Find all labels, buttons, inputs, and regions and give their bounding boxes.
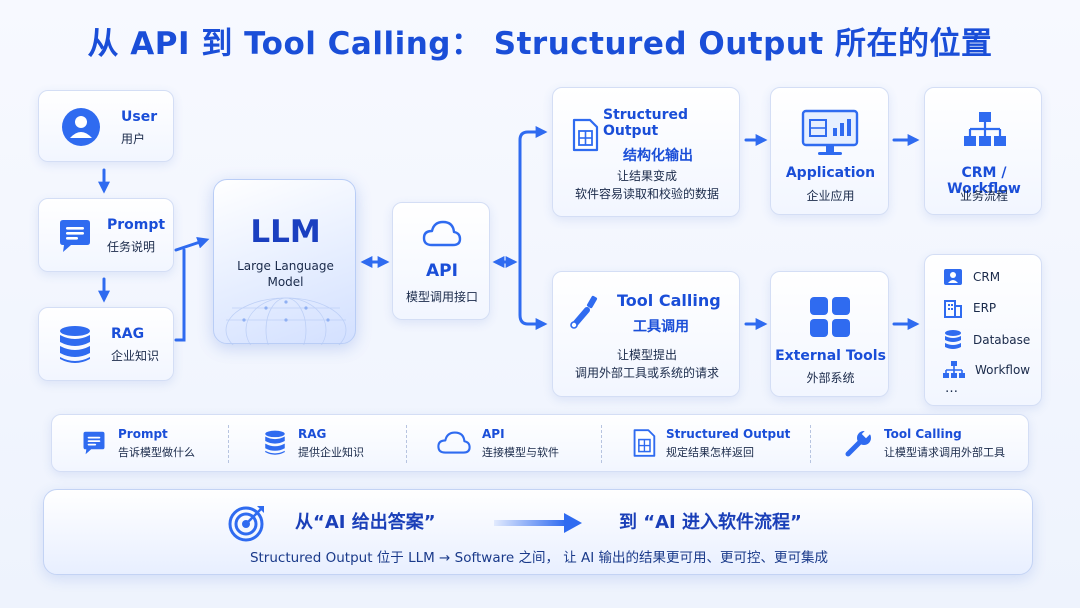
- crm-workflow-subtitle: 业务流程: [959, 189, 1008, 203]
- user-title: User: [121, 109, 158, 125]
- document-table-icon: [633, 429, 656, 457]
- llm-card: LLM Large Language Model: [213, 179, 356, 345]
- crm-workflow-title: CRM / Workflow: [947, 165, 1021, 197]
- rag-card: RAG 企业知识: [38, 307, 174, 381]
- user-icon: [61, 107, 101, 147]
- legend-title-structured-output: Structured Output: [666, 426, 791, 441]
- legend-divider: [601, 425, 602, 463]
- page-title: 从 API 到 Tool Calling： Structured Output …: [87, 26, 993, 62]
- systems-card: CRM ERP Database Workflow …: [924, 254, 1042, 406]
- external-tools-subtitle: 外部系统: [806, 371, 855, 385]
- grid-apps-icon: [809, 296, 851, 338]
- legend-title-tool-calling: Tool Calling: [884, 426, 962, 441]
- system-item-crm: CRM: [943, 267, 1000, 287]
- database-small-icon: [945, 330, 961, 349]
- system-item-database: Database: [943, 329, 1030, 351]
- building-icon: [944, 300, 962, 318]
- document-table-icon: [571, 118, 599, 152]
- tool-calling-card: Tool Calling 工具调用 让模型提出 调用外部工具或系统的请求: [552, 271, 740, 397]
- prompt-card: Prompt 任务说明: [38, 198, 174, 272]
- system-label-erp: ERP: [973, 301, 997, 315]
- system-label-workflow: Workflow: [975, 363, 1031, 377]
- legend-divider: [228, 425, 229, 463]
- banner-arrow-icon: [494, 511, 584, 535]
- structured-output-subtitle: 结构化输出: [623, 148, 693, 164]
- summary-banner: 从“AI 给出答案” 到 “AI 进入软件流程” Structured Outp…: [43, 489, 1033, 575]
- wrench-icon: [845, 429, 871, 457]
- external-tools-card: External Tools 外部系统: [770, 271, 889, 397]
- legend-item-api: API 连接模型与软件: [436, 415, 559, 471]
- legend-desc-rag: 提供企业知识: [298, 445, 364, 459]
- structured-output-card: Structured Output 结构化输出 让结果变成 软件容易读取和校验的…: [552, 87, 740, 217]
- banner-from-text: 从“AI 给出答案”: [295, 512, 436, 533]
- api-title: API: [426, 261, 458, 281]
- system-label-database: Database: [973, 333, 1031, 347]
- llm-title: LLM: [250, 214, 321, 250]
- wrench-screwdriver-icon: [569, 294, 603, 330]
- banner-summary: Structured Output 位于 LLM → Software 之间， …: [249, 550, 829, 566]
- api-card: API 模型调用接口: [392, 202, 490, 320]
- monitor-chart-icon: [800, 108, 860, 158]
- target-icon: [227, 503, 267, 543]
- tool-calling-desc-line1: 让模型提出: [616, 348, 677, 362]
- legend-item-tool-calling: Tool Calling 让模型请求调用外部工具: [844, 415, 1005, 471]
- structured-output-desc-line2: 软件容易读取和校验的数据: [574, 187, 719, 201]
- application-card: Application 企业应用: [770, 87, 889, 215]
- external-tools-title: External Tools: [775, 348, 886, 364]
- legend-item-structured-output: Structured Output 规定结果怎样返回: [632, 415, 790, 471]
- legend-desc-tool-calling: 让模型请求调用外部工具: [884, 445, 1005, 459]
- api-subtitle: 模型调用接口: [405, 290, 478, 304]
- workflow-small-icon: [943, 361, 965, 378]
- legend-divider: [406, 425, 407, 463]
- rag-subtitle: 企业知识: [111, 349, 160, 363]
- chat-icon: [55, 216, 95, 256]
- application-title: Application: [785, 165, 876, 181]
- tool-calling-subtitle: 工具调用: [633, 319, 689, 335]
- system-item-erp: ERP: [943, 298, 996, 318]
- database-icon: [265, 430, 285, 455]
- prompt-subtitle: 任务说明: [107, 240, 156, 254]
- legend-item-rag: RAG 提供企业知识: [262, 415, 364, 471]
- legend-title-prompt: Prompt: [118, 426, 168, 441]
- chat-icon: [83, 431, 105, 455]
- structured-output-desc-line1: 让结果变成: [616, 169, 677, 183]
- legend-strip: Prompt 告诉模型做什么 RAG 提供企业知识 API 连接模型与软件: [51, 414, 1029, 472]
- tool-calling-desc-line2: 调用外部工具或系统的请求: [574, 366, 719, 380]
- cloud-icon: [422, 219, 462, 249]
- legend-desc-prompt: 告诉模型做什么: [118, 445, 195, 459]
- llm-subtitle-line2: Model: [267, 275, 304, 289]
- system-label-crm: CRM: [973, 270, 1001, 284]
- systems-more: …: [945, 381, 958, 396]
- crm-workflow-card: CRM / Workflow 业务流程: [924, 87, 1042, 215]
- legend-title-api: API: [482, 426, 505, 441]
- legend-title-rag: RAG: [298, 426, 327, 441]
- application-subtitle: 企业应用: [806, 189, 855, 203]
- legend-item-prompt: Prompt 告诉模型做什么: [80, 415, 195, 471]
- org-chart-icon: [963, 110, 1007, 150]
- legend-desc-api: 连接模型与软件: [482, 445, 559, 459]
- user-subtitle: 用户: [121, 132, 146, 146]
- database-icon: [55, 323, 95, 367]
- system-item-workflow: Workflow: [943, 360, 1030, 380]
- legend-divider: [810, 425, 811, 463]
- person-card-icon: [944, 269, 962, 285]
- cloud-icon: [437, 431, 471, 454]
- structured-output-title: Structured Output: [603, 107, 689, 139]
- rag-title: RAG: [111, 326, 145, 342]
- tool-calling-title: Tool Calling: [617, 291, 721, 310]
- legend-desc-structured-output: 规定结果怎样返回: [666, 445, 754, 459]
- prompt-title: Prompt: [107, 217, 166, 233]
- llm-subtitle-line1: Large Language: [237, 259, 334, 273]
- user-card: User 用户: [38, 90, 174, 162]
- network-pattern-icon: [225, 297, 347, 345]
- banner-to-text: 到 “AI 进入软件流程”: [619, 512, 802, 533]
